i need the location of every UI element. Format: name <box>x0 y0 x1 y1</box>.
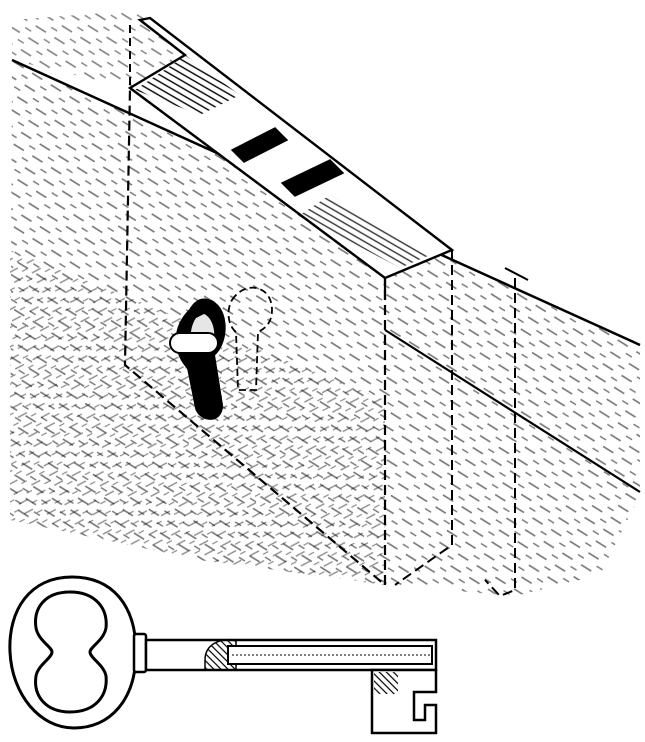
lock-top-plate-shading-2 <box>300 195 430 268</box>
lock-front-face <box>123 85 387 588</box>
strike-top <box>504 267 529 281</box>
warded-key <box>8 575 438 735</box>
lock-side-hidden <box>394 250 453 586</box>
keyhole-hidden-outline <box>227 286 273 391</box>
wood-board <box>10 10 641 596</box>
mortise-lock <box>123 16 529 598</box>
lock-slot-1 <box>230 127 289 163</box>
keyhole-pin <box>169 332 219 354</box>
key-collar <box>132 632 148 674</box>
board-lower-grain <box>10 250 385 585</box>
board-bottom-edge <box>384 329 641 493</box>
board-top-face <box>12 10 185 88</box>
keyhole <box>169 286 273 420</box>
key-bow-inner <box>34 590 108 714</box>
lock-slot-2 <box>280 159 345 197</box>
strike-hidden <box>484 278 516 598</box>
key-bit-shading <box>374 672 398 694</box>
lock-top-plate-shading <box>135 22 240 115</box>
